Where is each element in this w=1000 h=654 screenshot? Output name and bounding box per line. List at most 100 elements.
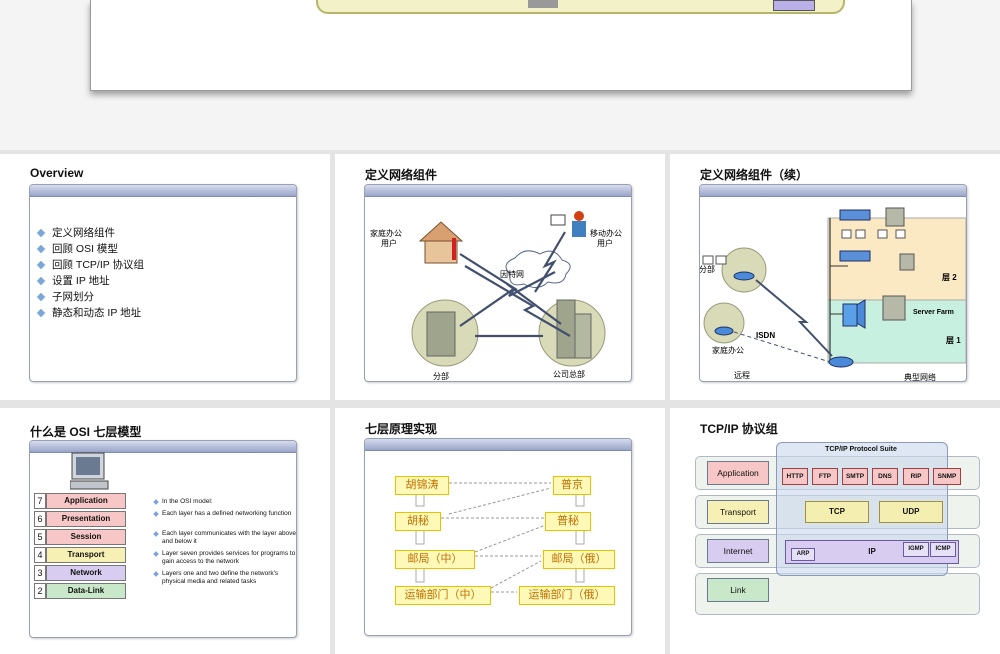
layer-internet: Internet — [707, 539, 769, 563]
server-farm-label: Server Farm — [913, 309, 954, 316]
osi-layer-network: Network — [46, 565, 126, 581]
right-node: 普秘 — [545, 512, 591, 531]
osi-layer-number: 3 — [34, 565, 46, 581]
protocol-rip: RIP — [903, 468, 929, 485]
suite-title: TCP/IP Protocol Suite — [825, 446, 897, 453]
slide-panel: 定义网络组件 回顾 OSI 模型 回顾 TCP/IP 协议组 设置 IP 地址 … — [29, 184, 297, 382]
device-graphic — [773, 0, 815, 11]
router-icon — [828, 356, 854, 368]
slide-panel: 家庭办公 用户 移动办公 用户 因特网 分部 公司总部 — [364, 184, 632, 382]
branch-label: 分部 — [433, 371, 449, 381]
slide-title: 什么是 OSI 七层模型 — [30, 425, 142, 439]
protocol-tcp: TCP — [805, 501, 869, 523]
osi-layer-number: 6 — [34, 511, 46, 527]
slide-title: Overview — [30, 166, 84, 180]
panel-bar — [700, 185, 966, 197]
hq-label: 公司总部 — [553, 369, 585, 379]
device-graphic — [528, 0, 558, 8]
layer-application: Application — [707, 461, 769, 485]
osi-layer-data-link: Data-Link — [46, 583, 126, 599]
osi-layer-number: 5 — [34, 529, 46, 545]
layer-link: Link — [707, 578, 769, 602]
home-office-label: 家庭办公 — [370, 228, 402, 238]
panel-bar — [30, 441, 296, 453]
branch-circle — [721, 247, 767, 293]
right-node: 普京 — [553, 476, 591, 495]
previous-slide-image — [316, 0, 845, 14]
previous-slide-area — [0, 0, 1000, 150]
slide-thumbnail-seven-layer-principle[interactable]: 七层原理实现 胡锦涛 胡秘 邮局（中） 运 — [335, 408, 665, 654]
osi-layer-session: Session — [46, 529, 126, 545]
protocol-ftp: FTP — [812, 468, 838, 485]
protocol-igmp: IGMP — [903, 542, 929, 557]
protocol-arp: ARP — [791, 548, 815, 561]
protocol-icmp: ICMP — [930, 542, 956, 557]
bullet-item: 回顾 TCP/IP 协议组 — [36, 257, 144, 272]
slide-title: 七层原理实现 — [365, 422, 438, 436]
osi-layer-number: 2 — [34, 583, 46, 599]
router-icon — [733, 271, 755, 281]
layer1-label: 层 1 — [945, 336, 961, 345]
previous-slide-preview[interactable] — [90, 0, 912, 91]
layer2-label: 层 2 — [941, 273, 957, 282]
slide-thumbnail-tcpip-suite[interactable]: TCP/IP 协议组 TCP/IP Protocol Suite Applica… — [670, 408, 1000, 654]
protocol-http: HTTP — [782, 468, 808, 485]
left-node: 胡秘 — [395, 512, 441, 531]
slide-title: TCP/IP 协议组 — [700, 422, 778, 436]
osi-note: Layers one and two define the network's … — [162, 570, 296, 585]
osi-note: Each layer communicates with the layer a… — [162, 530, 297, 545]
svg-text:用户: 用户 — [597, 238, 613, 248]
slide-thumbnail-osi-model[interactable]: 什么是 OSI 七层模型 7 Application 6 Presentatio… — [0, 408, 330, 654]
slide-panel: 7 Application 6 Presentation 5 Session 4… — [29, 440, 297, 638]
panel-bar — [365, 185, 631, 197]
home-office-label: 家庭办公 — [712, 345, 744, 355]
slide-panel: 分部 ISDN 家庭办公 远程 典型网络 层 2 层 1 Server Farm — [699, 184, 967, 382]
osi-note: In the OSI model: — [162, 498, 296, 506]
slide-title: 定义网络组件 — [365, 168, 438, 182]
layer-transport: Transport — [707, 500, 769, 524]
left-node: 胡锦涛 — [395, 476, 449, 495]
slide-thumbnail-overview[interactable]: Overview 定义网络组件 回顾 OSI 模型 回顾 TCP/IP 协议组 … — [0, 154, 330, 400]
bullet-item: 设置 IP 地址 — [36, 273, 110, 288]
osi-layer-application: Application — [46, 493, 126, 509]
panel-bar — [30, 185, 296, 197]
protocol-snmp: SNMP — [933, 468, 961, 485]
right-node: 运输部门（俄） — [519, 586, 615, 605]
slide-thumbnail-network-components[interactable]: 定义网络组件 家庭办公 用户 移动办公 — [335, 154, 665, 400]
network-diagram: 家庭办公 用户 移动办公 用户 因特网 分部 公司总部 — [370, 211, 622, 381]
slide-title: 定义网络组件（续） — [700, 168, 809, 182]
svg-text:用户: 用户 — [381, 238, 397, 248]
home-circle — [703, 302, 745, 344]
protocol-dns: DNS — [872, 468, 898, 485]
protocol-udp: UDP — [879, 501, 943, 523]
internet-cloud-icon — [505, 250, 571, 288]
osi-layer-number: 7 — [34, 493, 46, 509]
bullet-item: 定义网络组件 — [36, 225, 115, 240]
isdn-label: ISDN — [756, 331, 775, 340]
slide-panel: TCP/IP Protocol Suite Application Transp… — [695, 438, 980, 634]
branch-building-icon — [426, 311, 456, 357]
internet-label: 因特网 — [500, 269, 524, 279]
pc-icons — [841, 229, 906, 239]
connection-lines — [459, 231, 571, 338]
typical-network-label: 典型网络 — [904, 372, 936, 381]
bullet-item: 子网划分 — [36, 289, 94, 304]
left-node: 邮局（中） — [395, 550, 475, 569]
switch-icons — [839, 209, 871, 262]
mobile-user-icon — [550, 214, 566, 226]
osi-note: Layer seven provides services for progra… — [162, 550, 296, 565]
osi-note: Each layer has a defined networking func… — [162, 510, 296, 518]
bullet-item: 回顾 OSI 模型 — [36, 241, 118, 256]
arrow-diagram — [415, 482, 585, 593]
osi-layer-presentation: Presentation — [46, 511, 126, 527]
branch-label: 分部 — [700, 264, 715, 274]
mobile-office-label: 移动办公 — [590, 228, 622, 238]
protocol-smtp: SMTP — [842, 468, 868, 485]
server-icons — [882, 207, 915, 321]
typical-network-diagram: 分部 ISDN 家庭办公 远程 典型网络 层 2 层 1 Server Farm — [700, 207, 966, 381]
slide-thumbnail-network-components-cont[interactable]: 定义网络组件（续） — [670, 154, 1000, 400]
panel-bar — [365, 439, 631, 451]
bullet-item: 静态和动态 IP 地址 — [36, 305, 141, 320]
right-node: 邮局（俄） — [543, 550, 615, 569]
router-icon — [714, 326, 734, 336]
